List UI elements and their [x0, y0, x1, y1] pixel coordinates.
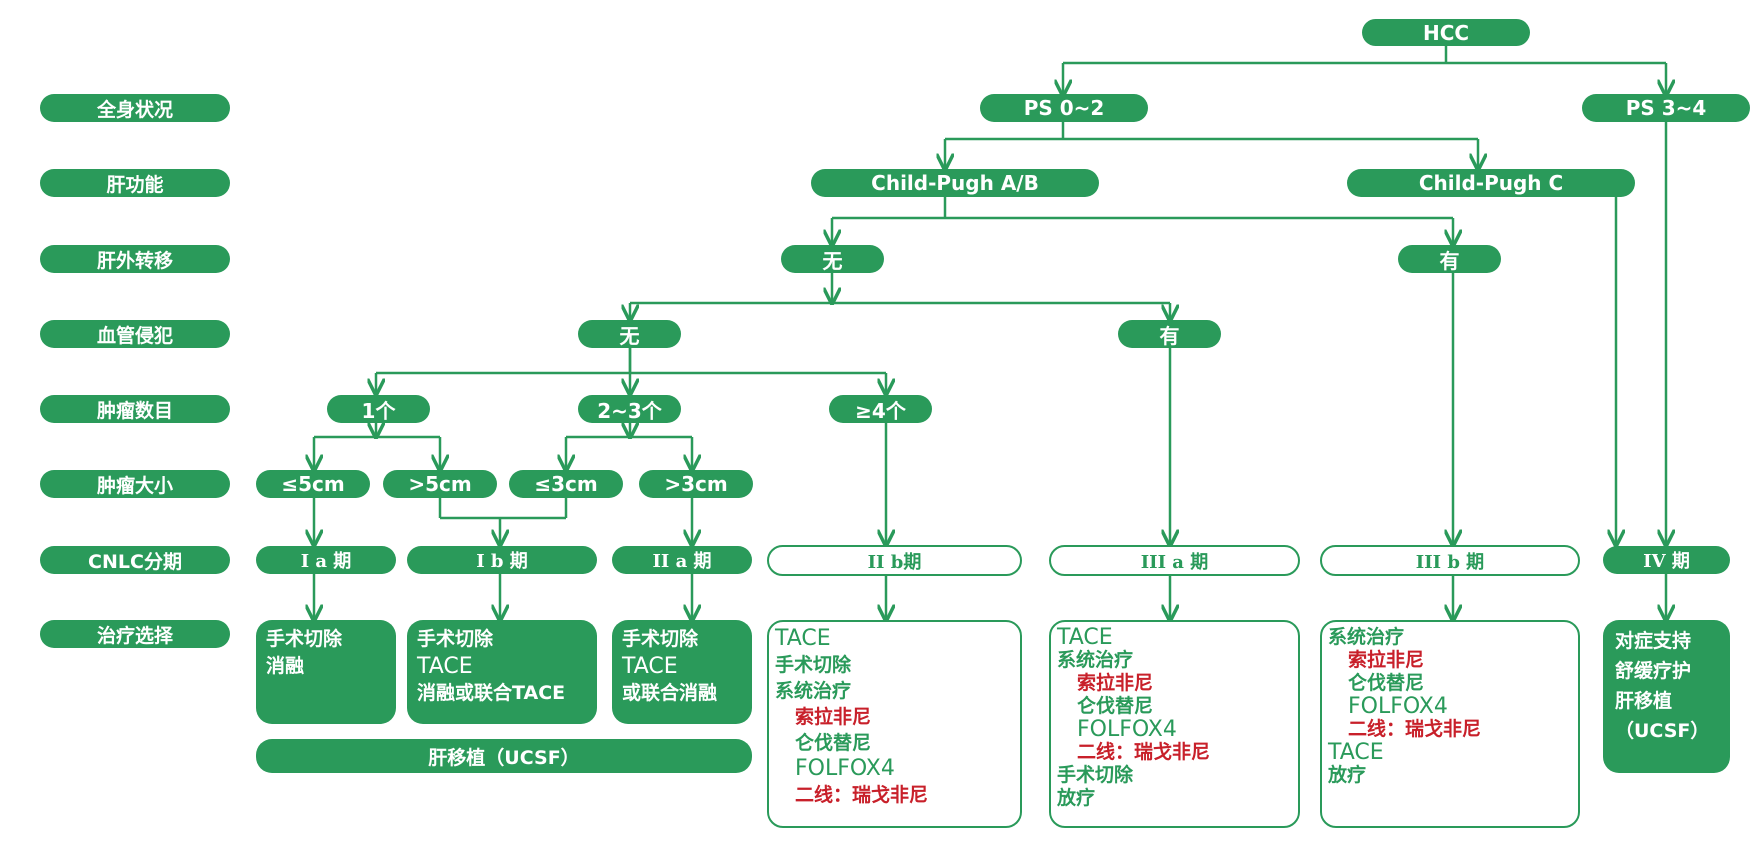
stage-iib: II b期	[767, 545, 1022, 576]
row-label-liver-function: 肝功能	[40, 169, 230, 197]
node-tumor-1: 1个	[327, 395, 430, 423]
stage-ib: I b 期	[407, 546, 597, 574]
node-size-gt-5cm: >5cm	[383, 470, 497, 498]
node-child-pugh-c: Child-Pugh C	[1347, 169, 1635, 197]
stage-iia: II a 期	[612, 546, 752, 574]
treatment-item: 系统治疗	[775, 680, 852, 702]
treatment-iiia: TACE 系统治疗 索拉非尼 仑伐替尼 FOLFOX4 二线：瑞戈非尼 手术切除…	[1049, 620, 1300, 828]
treatment-item: 手术切除	[417, 628, 494, 650]
node-hcc: HCC	[1362, 19, 1530, 46]
node-no-metastasis: 无	[781, 245, 884, 273]
row-label-vascular-invasion: 血管侵犯	[40, 320, 230, 348]
treatment-item: 手术切除	[1057, 764, 1134, 786]
treatment-drug: 二线：瑞戈非尼	[1348, 718, 1482, 740]
node-size-gt-3cm: >3cm	[639, 470, 753, 498]
treatment-drug: 仑伐替尼	[1077, 695, 1154, 717]
treatment-item: TACE	[417, 654, 473, 679]
treatment-drug: 索拉非尼	[1348, 649, 1425, 671]
treatment-item: TACE	[1328, 740, 1384, 765]
treatment-drug: 仑伐替尼	[1348, 672, 1425, 694]
treatment-item: 肝移植	[1615, 690, 1673, 712]
treatment-item: TACE	[1057, 625, 1113, 650]
treatment-item: 手术切除	[775, 654, 852, 676]
treatment-item: 或联合消融	[622, 682, 718, 704]
node-no-vascular-invasion: 无	[578, 320, 681, 348]
node-child-pugh-ab: Child-Pugh A/B	[811, 169, 1099, 197]
node-ps-0-2: PS 0~2	[980, 94, 1148, 122]
treatment-drug: 索拉非尼	[795, 706, 872, 728]
treatment-item: 放疗	[1328, 764, 1367, 786]
stage-ia: I a 期	[256, 546, 396, 574]
node-with-metastasis: 有	[1398, 245, 1501, 273]
treatment-item: 舒缓疗护	[1615, 660, 1692, 682]
node-tumor-2-3: 2~3个	[578, 395, 681, 423]
row-label-extrahepatic-metastasis: 肝外转移	[40, 245, 230, 273]
treatment-drug: FOLFOX4	[795, 756, 895, 781]
treatment-drug: 二线：瑞戈非尼	[795, 784, 929, 806]
stage-iv: IV 期	[1603, 546, 1730, 574]
treatment-item: 对症支持	[1615, 630, 1692, 652]
treatment-item: TACE	[622, 654, 678, 679]
treatment-iia: 手术切除 TACE 或联合消融	[612, 620, 752, 724]
treatment-item: TACE	[775, 626, 831, 651]
treatment-item: 系统治疗	[1057, 649, 1134, 671]
treatment-item: 手术切除	[622, 628, 699, 650]
treatment-drug: 索拉非尼	[1077, 672, 1154, 694]
node-with-vascular-invasion: 有	[1118, 320, 1221, 348]
treatment-drug: FOLFOX4	[1348, 694, 1448, 719]
treatment-iv: 对症支持 舒缓疗护 肝移植 （UCSF）	[1603, 620, 1730, 773]
node-size-le-5cm: ≤5cm	[256, 470, 370, 498]
row-label-treatment: 治疗选择	[40, 620, 230, 648]
treatment-item: 放疗	[1057, 787, 1096, 809]
treatment-item: （UCSF）	[1615, 720, 1710, 742]
row-label-tumor-number: 肿瘤数目	[40, 395, 230, 423]
treatment-ib: 手术切除 TACE 消融或联合TACE	[407, 620, 597, 724]
treatment-item: 系统治疗	[1328, 626, 1405, 648]
treatment-drug: 二线：瑞戈非尼	[1077, 741, 1211, 763]
row-label-tumor-size: 肿瘤大小	[40, 470, 230, 498]
node-size-le-3cm: ≤3cm	[509, 470, 623, 498]
treatment-liver-transplant: 肝移植（UCSF）	[256, 739, 752, 773]
treatment-item: 手术切除	[266, 628, 343, 650]
node-tumor-4-plus: ≥4个	[829, 395, 932, 423]
row-label-cnlc-stage: CNLC分期	[40, 546, 230, 574]
treatment-item: 消融	[266, 655, 305, 677]
stage-iiia: III a 期	[1049, 545, 1300, 576]
treatment-item: 消融或联合TACE	[417, 682, 566, 704]
treatment-iib: TACE 手术切除 系统治疗 索拉非尼 仑伐替尼 FOLFOX4 二线：瑞戈非尼	[767, 620, 1022, 828]
treatment-drug: 仑伐替尼	[795, 732, 872, 754]
treatment-drug: FOLFOX4	[1077, 717, 1177, 742]
node-ps-3-4: PS 3~4	[1582, 94, 1750, 122]
row-label-general-status: 全身状况	[40, 94, 230, 122]
treatment-ia: 手术切除 消融	[256, 620, 396, 724]
treatment-iiib: 系统治疗 索拉非尼 仑伐替尼 FOLFOX4 二线：瑞戈非尼 TACE 放疗	[1320, 620, 1580, 828]
stage-iiib: III b 期	[1320, 545, 1580, 576]
